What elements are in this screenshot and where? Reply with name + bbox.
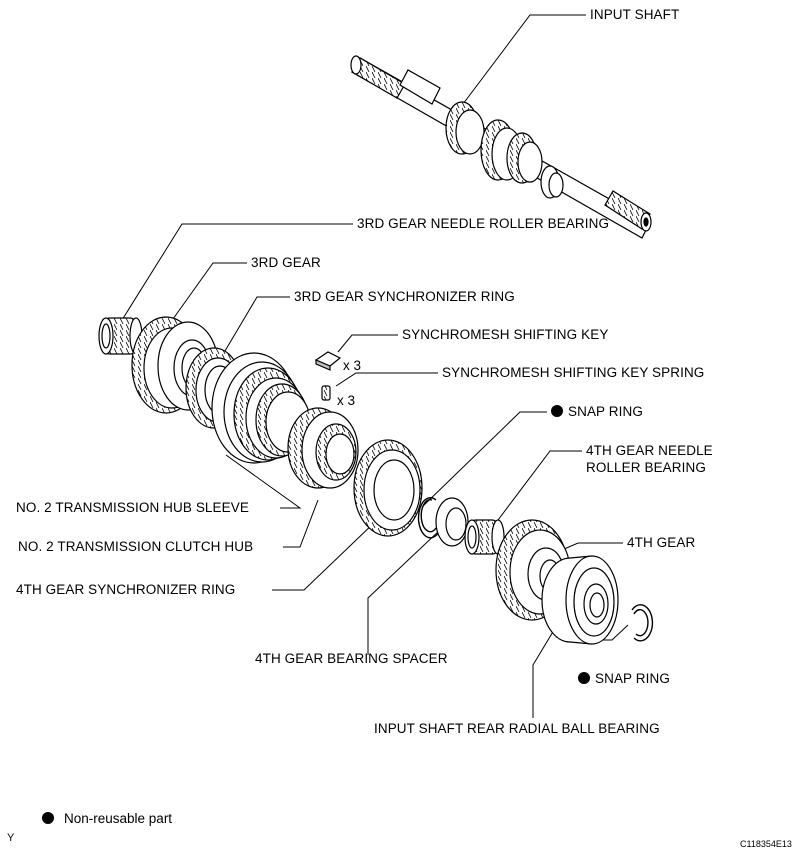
legend-non-reusable-text: Non-reusable part: [64, 811, 173, 826]
shifting-key-spring-quantity: x 3: [337, 393, 356, 408]
label-rear-ball-bearing: INPUT SHAFT REAR RADIAL BALL BEARING: [374, 721, 660, 736]
label-input-shaft: INPUT SHAFT: [590, 7, 680, 22]
non-reusable-dot-icon: [42, 812, 54, 824]
leader-lines: [121, 14, 629, 718]
label-shifting-key: SYNCHROMESH SHIFTING KEY: [402, 327, 609, 342]
footer-left-mark: Y: [7, 832, 15, 844]
label-snap-ring-2-text: SNAP RING: [595, 671, 670, 686]
input-shaft-drawing: [350, 55, 652, 239]
label-snap-ring-2: SNAP RING: [578, 671, 670, 687]
figure-code: C118354E13: [740, 839, 792, 849]
fourth-gear-needle-bearing-drawing: [464, 519, 505, 555]
label-snap-ring-1-text: SNAP RING: [568, 404, 643, 419]
label-fourth-gear-needle-bearing-line1: 4TH GEAR NEEDLE: [586, 443, 713, 458]
shifting-key-spring-drawing: [321, 385, 331, 401]
fourth-gear-sync-ring-drawing: [353, 439, 423, 537]
legend-non-reusable: Non-reusable part: [42, 811, 172, 827]
shifting-key-drawing: [314, 351, 342, 371]
clutch-hub-drawing: [287, 407, 359, 489]
non-reusable-dot-icon: [578, 672, 590, 684]
snap-ring-2-drawing: [631, 604, 654, 642]
bearing-spacer-drawing: [435, 497, 469, 547]
label-snap-ring-1: SNAP RING: [551, 404, 643, 420]
hub-sleeve-drawing: [211, 352, 311, 464]
label-clutch-hub: NO. 2 TRANSMISSION CLUTCH HUB: [18, 539, 254, 554]
shifting-key-quantity: x 3: [343, 358, 362, 373]
label-hub-sleeve: NO. 2 TRANSMISSION HUB SLEEVE: [16, 500, 249, 515]
label-third-gear-needle-bearing: 3RD GEAR NEEDLE ROLLER BEARING: [357, 216, 610, 231]
label-fourth-gear-sync-ring: 4TH GEAR SYNCHRONIZER RING: [16, 582, 236, 597]
label-third-gear-sync-ring: 3RD GEAR SYNCHRONIZER RING: [294, 289, 515, 304]
label-bearing-spacer: 4TH GEAR BEARING SPACER: [255, 651, 448, 666]
non-reusable-dot-icon: [551, 405, 563, 417]
snap-ring-1-drawing: [417, 497, 441, 539]
label-fourth-gear-needle-bearing-line2: ROLLER BEARING: [586, 460, 706, 475]
label-fourth-gear: 4TH GEAR: [627, 535, 696, 550]
label-shifting-key-spring: SYNCHROMESH SHIFTING KEY SPRING: [442, 365, 705, 380]
third-gear-needle-bearing-drawing: [98, 317, 143, 355]
rear-ball-bearing-drawing: [541, 555, 619, 645]
label-third-gear: 3RD GEAR: [251, 255, 321, 270]
